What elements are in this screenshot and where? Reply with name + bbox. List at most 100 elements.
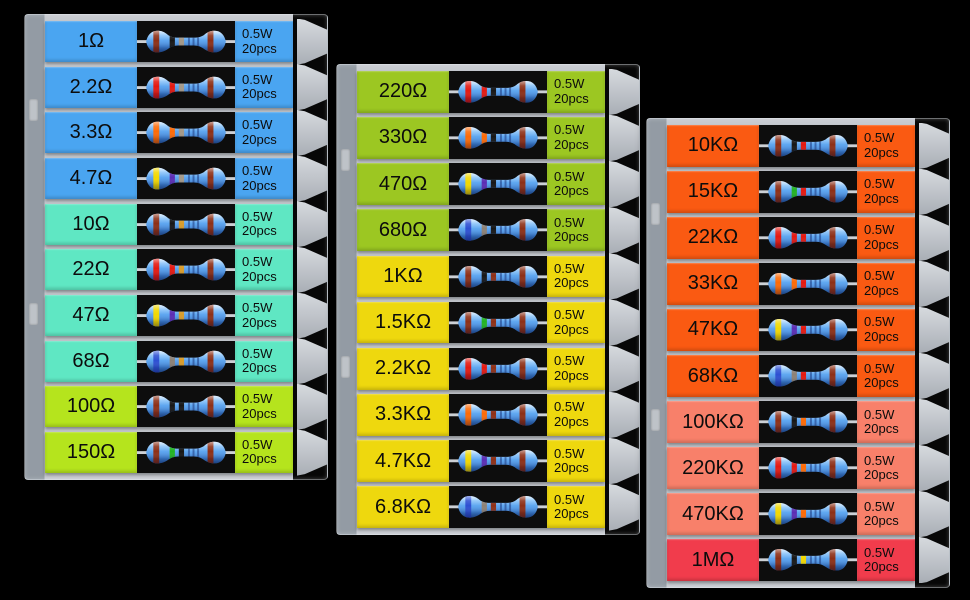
case-edge-tab [609, 437, 639, 485]
resistor-row: 4.7KΩ 0.5W 20pcs [357, 437, 639, 485]
resistor-row: 4.7Ω 0.5W 20pcs [45, 155, 327, 202]
resistor-row: 22KΩ 0.5W 20pcs [667, 214, 949, 262]
value-label: 4.7Ω [45, 157, 137, 200]
resistor-row: 22Ω 0.5W 20pcs [45, 246, 327, 293]
spec-block: 0.5W 20pcs [235, 203, 293, 245]
spec-block: 0.5W 20pcs [235, 294, 293, 337]
case-edge-tab [609, 68, 639, 116]
power-rating: 0.5W [864, 130, 895, 146]
piece-count: 20pcs [242, 314, 277, 330]
value-label: 33KΩ [667, 263, 759, 305]
resistor-row: 2.2KΩ 0.5W 20pcs [357, 345, 639, 393]
case-edge-tab [609, 391, 639, 439]
power-rating: 0.5W [864, 498, 895, 514]
resistor-icon [137, 441, 235, 464]
value-label: 100Ω [45, 386, 137, 428]
spec-block: 0.5W 20pcs [857, 125, 915, 167]
resistor-icon [759, 411, 857, 433]
spec-block: 0.5W 20pcs [235, 157, 293, 200]
spec-block: 0.5W 20pcs [547, 440, 605, 482]
resistor-graphic [137, 21, 235, 63]
resistor-icon [759, 365, 857, 387]
resistor-row: 10Ω 0.5W 20pcs [45, 201, 327, 248]
value-label: 2.2Ω [45, 66, 137, 108]
power-rating: 0.5W [554, 214, 585, 230]
case-edge-tab [297, 155, 327, 202]
value-label: 100KΩ [667, 401, 759, 443]
resistor-icon [137, 213, 235, 235]
value-label: 10Ω [45, 203, 137, 245]
case-edge-tab [919, 444, 949, 492]
spec-block: 0.5W 20pcs [235, 386, 293, 428]
power-rating: 0.5W [242, 254, 273, 270]
value-label: 68KΩ [667, 355, 759, 397]
resistor-row: 220KΩ 0.5W 20pcs [667, 444, 949, 492]
spec-block: 0.5W 20pcs [235, 431, 293, 474]
value-label: 2.2KΩ [357, 347, 449, 390]
value-label: 470Ω [357, 163, 449, 205]
piece-count: 20pcs [242, 360, 277, 376]
case-edge-tab [297, 338, 327, 385]
piece-count: 20pcs [242, 86, 277, 102]
resistor-row: 1KΩ 0.5W 20pcs [357, 253, 639, 300]
case-edge-tab [919, 306, 949, 354]
resistor-row: 47KΩ 0.5W 20pcs [667, 306, 949, 354]
value-label: 3.3Ω [45, 112, 137, 154]
resistor-graphic [759, 171, 857, 213]
resistor-row: 6.8KΩ 0.5W 20pcs [357, 483, 639, 531]
resistor-graphic [137, 340, 235, 382]
piece-count: 20pcs [864, 282, 899, 298]
resistor-row: 1Ω 0.5W 20pcs [45, 18, 327, 65]
resistor-graphic [137, 431, 235, 474]
spec-block: 0.5W 20pcs [235, 21, 293, 63]
resistor-icon [759, 549, 857, 571]
case-edge-tab [609, 160, 639, 208]
piece-count: 20pcs [242, 405, 277, 421]
resistor-graphic [137, 203, 235, 245]
case-edge-tab [297, 429, 327, 476]
resistor-graphic [449, 71, 547, 113]
piece-count: 20pcs [864, 513, 899, 529]
resistor-row: 3.3KΩ 0.5W 20pcs [357, 391, 639, 439]
resistor-graphic [759, 309, 857, 351]
power-rating: 0.5W [554, 353, 585, 369]
piece-count: 20pcs [242, 223, 277, 239]
case-rows: 1Ω 0.5W 20pcs 2.2Ω [45, 18, 327, 476]
case-latch [651, 203, 660, 226]
piece-count: 20pcs [242, 177, 277, 193]
resistor-case-3: 10KΩ 0.5W 20pcs 15KΩ [646, 118, 950, 588]
case-edge-tab [919, 352, 949, 400]
resistor-row: 10KΩ 0.5W 20pcs [667, 122, 949, 170]
resistor-icon [137, 167, 235, 190]
resistor-icon [137, 304, 235, 327]
piece-count: 20pcs [554, 506, 589, 522]
piece-count: 20pcs [554, 413, 589, 429]
power-rating: 0.5W [864, 176, 895, 192]
resistor-icon [137, 76, 235, 99]
resistor-graphic [137, 66, 235, 108]
value-label: 680Ω [357, 209, 449, 252]
case-edge-tab [297, 246, 327, 293]
resistor-graphic [137, 157, 235, 200]
spec-block: 0.5W 20pcs [547, 347, 605, 390]
resistor-row: 3.3Ω 0.5W 20pcs [45, 109, 327, 156]
case-latch [341, 355, 350, 378]
resistor-graphic [759, 401, 857, 443]
power-rating: 0.5W [242, 163, 273, 179]
power-rating: 0.5W [554, 307, 585, 323]
resistor-row: 220Ω 0.5W 20pcs [357, 68, 639, 116]
resistor-graphic [449, 486, 547, 529]
power-rating: 0.5W [554, 168, 585, 184]
value-label: 330Ω [357, 117, 449, 159]
piece-count: 20pcs [554, 183, 589, 199]
resistor-icon [449, 450, 547, 472]
case-edge-tab [297, 18, 327, 65]
resistor-icon [449, 81, 547, 103]
power-rating: 0.5W [554, 399, 585, 415]
resistor-icon [759, 503, 857, 525]
spec-block: 0.5W 20pcs [235, 66, 293, 108]
case-edge-tab [919, 214, 949, 262]
value-label: 220KΩ [667, 447, 759, 489]
resistor-graphic [759, 263, 857, 305]
resistor-icon [759, 273, 857, 295]
